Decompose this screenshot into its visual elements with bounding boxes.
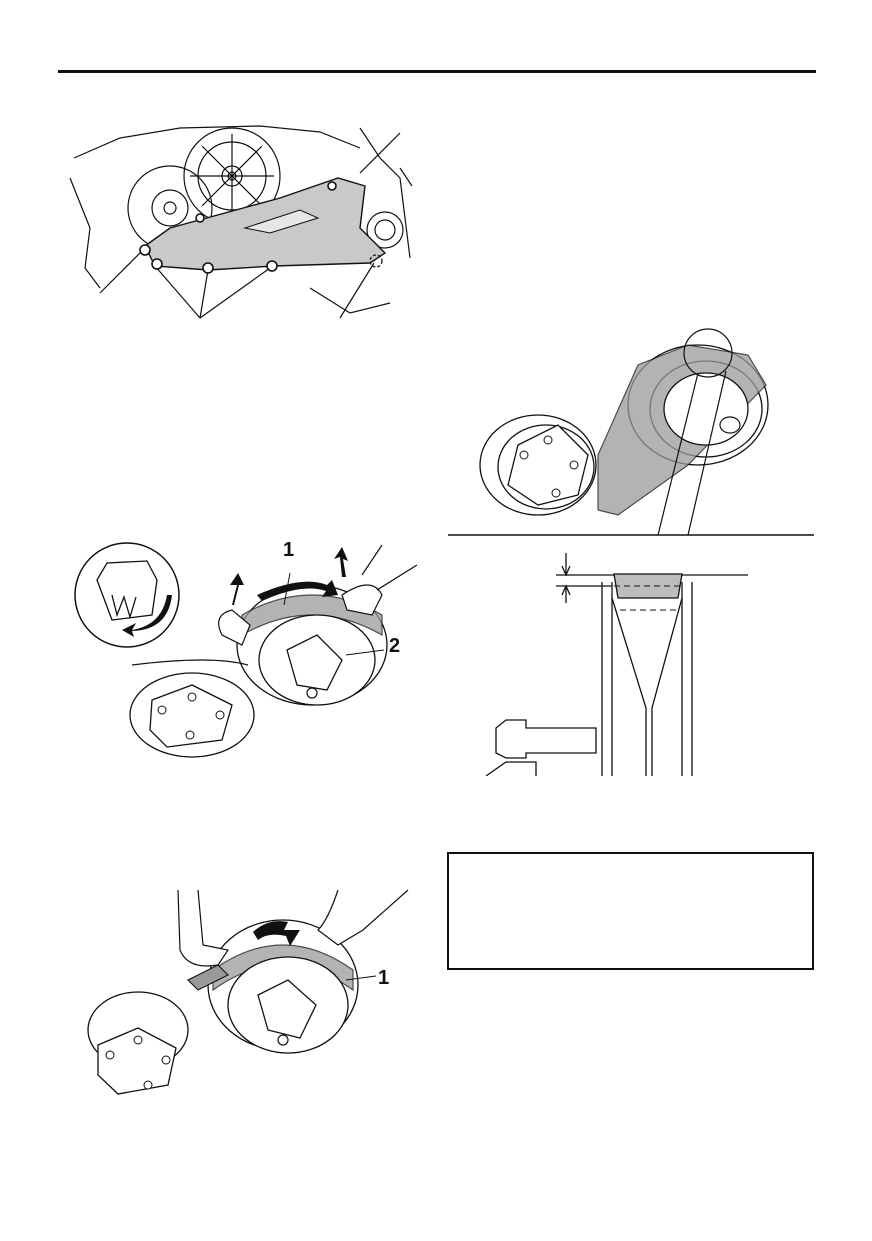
figure-belt-installation — [78, 880, 418, 1105]
figure-belt-cross-section-diagram — [486, 553, 748, 776]
figure-belt-inspection — [448, 325, 814, 540]
callout-1: 1 — [378, 967, 390, 989]
figure-cover-bolts-illustration — [69, 125, 413, 319]
note-box — [447, 852, 814, 970]
figure-belt-removal — [72, 535, 422, 765]
figure-belt-cross-section — [486, 548, 752, 776]
callout-1: 1 — [283, 539, 295, 561]
figure-belt-installation-illustration — [87, 889, 409, 1095]
callout-2: 2 — [389, 635, 401, 657]
header-rule — [58, 70, 816, 73]
figure-belt-inspection-illustration — [448, 328, 814, 536]
note-box-text — [449, 854, 812, 874]
figure-belt-removal-illustration — [74, 542, 418, 758]
figure-cover-bolts — [60, 118, 418, 323]
